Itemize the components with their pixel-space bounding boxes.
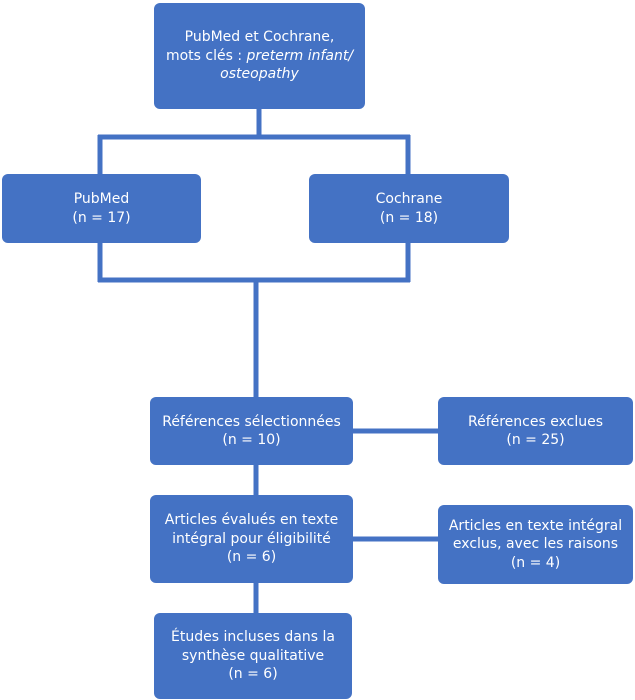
selected-label: Références sélectionnées: [162, 413, 341, 430]
excluded-label: Références exclues: [467, 413, 604, 430]
fulltext-assessed-box: Articles évalués en texte intégral pour …: [150, 495, 353, 583]
fulltext-excluded-count: (n = 4): [510, 554, 561, 571]
search-keywords-prefix: mots clés :: [165, 47, 247, 64]
included-studies-box: Études incluses dans la synthèse qualita…: [154, 613, 352, 699]
excluded-count: (n = 25): [506, 432, 565, 448]
search-line2: mots clés : preterm infant/: [166, 47, 353, 66]
cochrane-label: Cochrane: [375, 191, 443, 207]
search-line1: PubMed et Cochrane,: [184, 29, 335, 46]
pubmed-count: (n = 17): [72, 209, 131, 226]
included-count: (n = 6): [228, 666, 278, 683]
selected-count: (n = 10): [222, 432, 281, 448]
search-line3: osteopathy: [220, 65, 299, 84]
pubmed-box: PubMed (n = 17): [2, 174, 201, 243]
search-keywords-italic: preterm infant/: [246, 47, 354, 64]
fulltext-line2: intégral pour éligibilité: [172, 530, 331, 547]
fulltext-line1: Articles évalués en texte: [164, 512, 339, 529]
pubmed-label: PubMed: [73, 191, 130, 207]
cochrane-box: Cochrane (n = 18): [309, 174, 509, 243]
search-keywords-italic-2: osteopathy: [220, 66, 299, 83]
excluded-references-box: Références exclues (n = 25): [438, 397, 633, 465]
fulltext-excluded-line2: exclus, avec les raisons: [452, 536, 619, 553]
cochrane-count: (n = 18): [379, 209, 439, 226]
fulltext-excluded-line1: Articles en texte intégral: [448, 517, 623, 534]
fulltext-excluded-box: Articles en texte intégral exclus, avec …: [438, 505, 633, 584]
search-box: PubMed et Cochrane, mots clés : preterm …: [154, 3, 365, 109]
selected-references-box: Références sélectionnées (n = 10): [150, 397, 353, 465]
fulltext-count: (n = 6): [226, 549, 277, 566]
included-line2: synthèse qualitative: [181, 647, 325, 664]
included-line1: Études incluses dans la: [171, 629, 335, 646]
